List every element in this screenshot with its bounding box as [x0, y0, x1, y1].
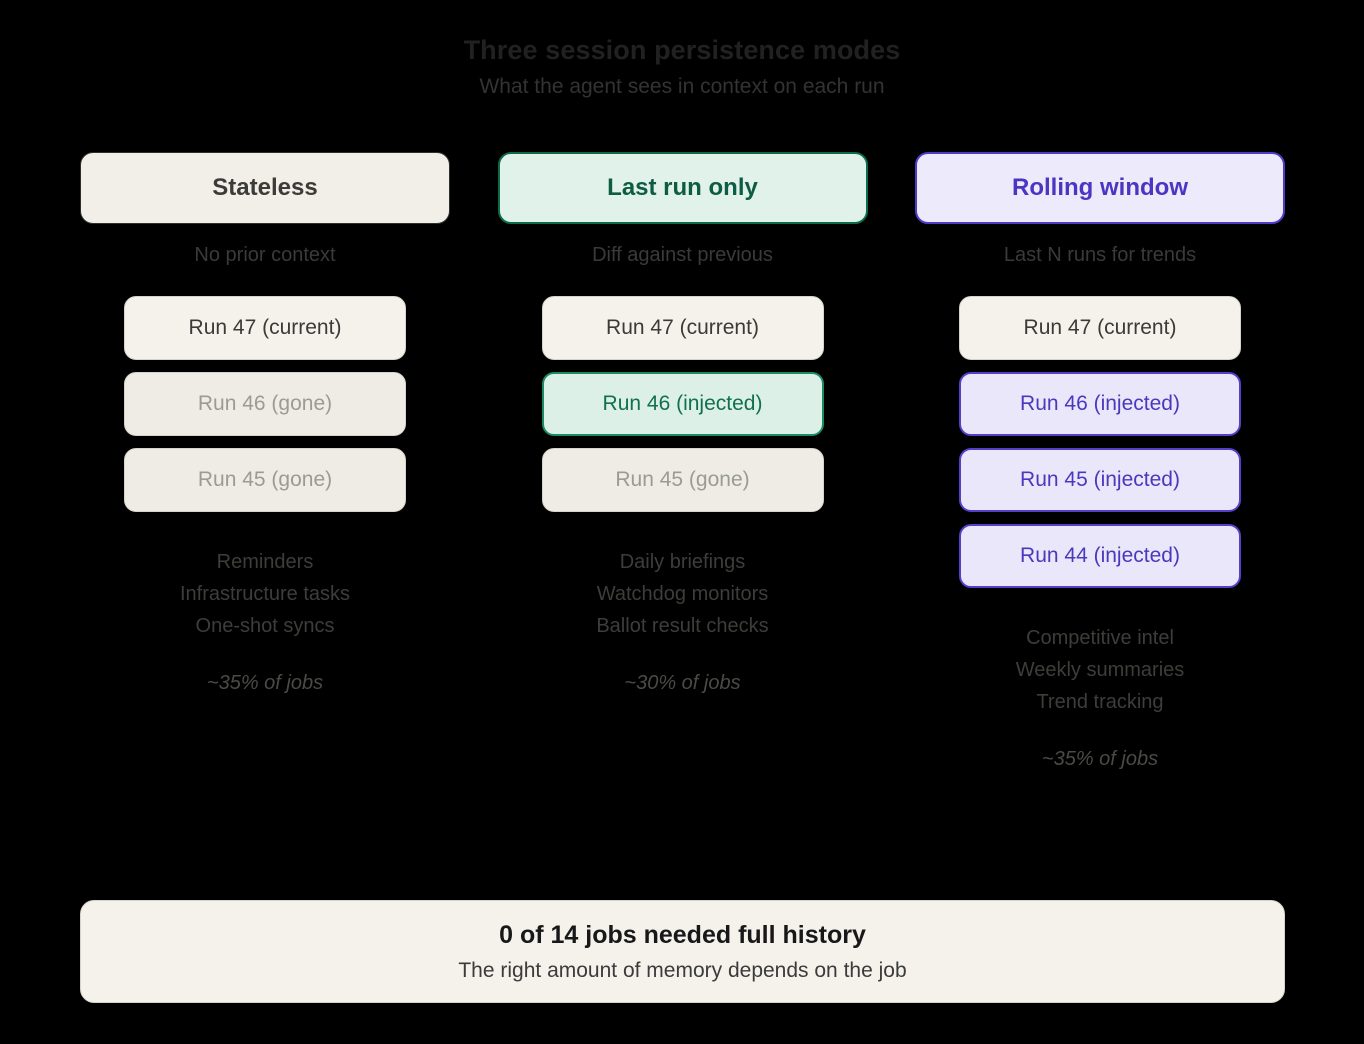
usecase-item: Daily briefings	[619, 551, 746, 573]
page-subtitle: What the agent sees in context on each r…	[479, 75, 885, 98]
page-header: Three session persistence modes What the…	[0, 32, 1364, 102]
usecase-item: Ballot result checks	[596, 615, 769, 637]
mode-column-stateless: Stateless No prior context Run 47 (curre…	[80, 152, 450, 771]
mode-column-last-run-only: Last run only Diff against previous Run …	[497, 152, 868, 771]
run-box[interactable]: Run 47 (current)	[124, 296, 406, 360]
run-box[interactable]: Run 47 (current)	[541, 296, 824, 360]
usecase-item: One-shot syncs	[195, 615, 335, 637]
usecase-item: Trend tracking	[1036, 691, 1164, 713]
run-box[interactable]: Run 46 (injected)	[541, 372, 824, 436]
share-label-rolling-window: ~35% of jobs	[1041, 748, 1159, 770]
run-box[interactable]: Run 46 (injected)	[959, 372, 1241, 436]
mode-title-last-run-only[interactable]: Last run only	[497, 152, 868, 224]
usecase-item: Watchdog monitors	[596, 583, 769, 605]
mode-caption-stateless: No prior context	[194, 244, 336, 266]
usecase-list-stateless: Reminders Infrastructure tasks One-shot …	[180, 546, 350, 642]
usecase-item: Competitive intel	[1026, 627, 1174, 649]
run-box[interactable]: Run 47 (current)	[959, 296, 1241, 360]
share-label-last-run-only: ~30% of jobs	[624, 672, 741, 694]
summary-title: 0 of 14 jobs needed full history	[499, 920, 866, 949]
mode-title-rolling-window[interactable]: Rolling window	[915, 152, 1285, 224]
share-label-stateless: ~35% of jobs	[206, 672, 324, 694]
run-list-stateless: Run 47 (current) Run 46 (gone) Run 45 (g…	[124, 296, 406, 512]
run-box[interactable]: Run 45 (gone)	[541, 448, 824, 512]
usecase-item: Reminders	[216, 551, 314, 573]
mode-column-rolling-window: Rolling window Last N runs for trends Ru…	[915, 152, 1285, 771]
usecase-list-rolling-window: Competitive intel Weekly summaries Trend…	[1016, 622, 1185, 718]
usecase-item: Infrastructure tasks	[179, 583, 351, 605]
run-box[interactable]: Run 45 (gone)	[124, 448, 406, 512]
usecase-list-last-run-only: Daily briefings Watchdog monitors Ballot…	[596, 546, 768, 642]
mode-caption-last-run-only: Diff against previous	[592, 244, 773, 266]
run-list-rolling-window: Run 47 (current) Run 46 (injected) Run 4…	[959, 296, 1241, 588]
mode-caption-rolling-window: Last N runs for trends	[1003, 244, 1197, 266]
run-box[interactable]: Run 45 (injected)	[959, 448, 1241, 512]
run-list-last-run-only: Run 47 (current) Run 46 (injected) Run 4…	[541, 296, 824, 512]
run-box[interactable]: Run 44 (injected)	[959, 524, 1241, 588]
run-box[interactable]: Run 46 (gone)	[124, 372, 406, 436]
mode-title-stateless[interactable]: Stateless	[80, 152, 450, 224]
usecase-item: Weekly summaries	[1015, 659, 1185, 681]
page-title: Three session persistence modes	[463, 35, 901, 65]
summary-banner: 0 of 14 jobs needed full history The rig…	[80, 900, 1285, 1003]
summary-subtitle: The right amount of memory depends on th…	[458, 958, 907, 982]
modes-columns: Stateless No prior context Run 47 (curre…	[80, 152, 1285, 771]
